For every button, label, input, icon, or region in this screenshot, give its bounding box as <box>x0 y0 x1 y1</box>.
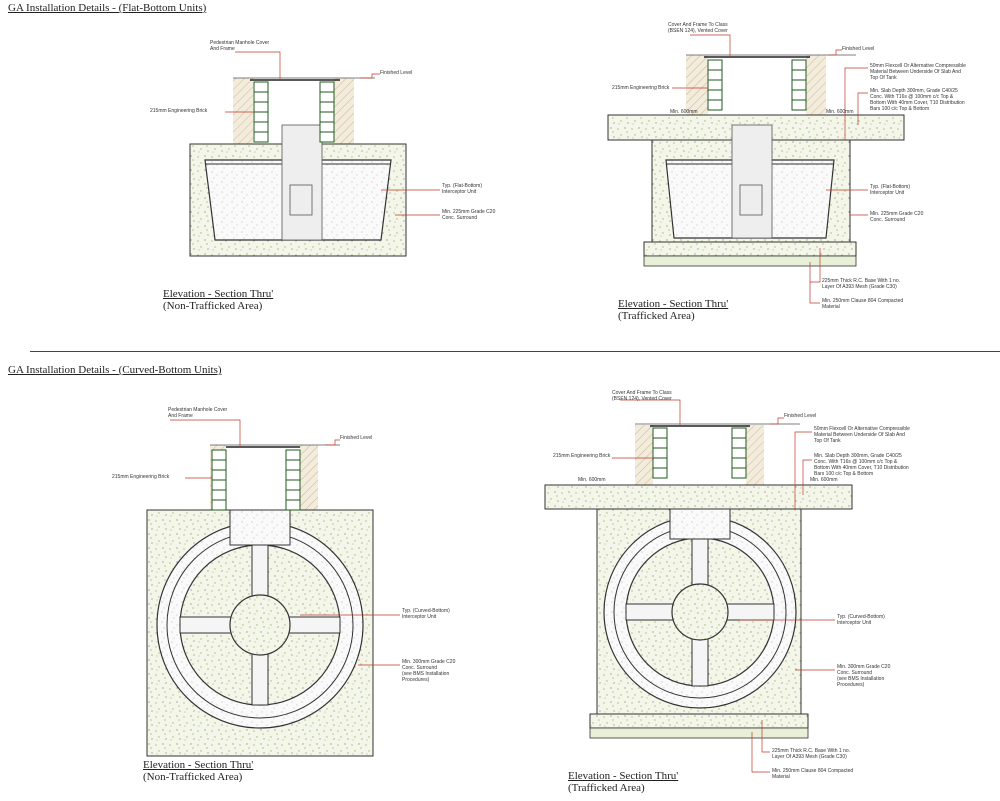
bl-brick-label: 215mm Engineering Brick <box>112 474 170 480</box>
br-finished-level-label: Finished Level <box>784 413 817 419</box>
br-brick-label: 215mm Engineering Brick <box>553 453 611 459</box>
tr-surround-label: Min. 225mm Grade C20 Conc. Surround <box>870 211 924 223</box>
bl-caption-title: Elevation - Section Thru' <box>143 759 254 771</box>
br-compacted-label: Min. 250mm Clause 804 Compacted Material <box>772 768 854 780</box>
tr-compacted-label: Min. 250mm Clause 804 Compacted Material <box>822 298 904 310</box>
tl-unit-label: Typ. (Flat-Bottom) Interceptor Unit <box>442 183 483 195</box>
tl-caption: Elevation - Section Thru' (Non-Trafficke… <box>163 288 273 312</box>
flat-trafficked-drawing <box>607 34 905 304</box>
br-fill-label: 50mm Flexcell Or Alternative Compressibl… <box>814 426 910 444</box>
tl-cover-label: Pedestrian Manhole Cover And Frame <box>210 40 270 52</box>
tr-min600-right: Min. 600mm <box>826 109 854 115</box>
bl-surround-label: Min. 300mm Grade C20 Conc. Surround (see… <box>402 659 456 683</box>
br-caption: Elevation - Section Thru' (Trafficked Ar… <box>568 770 678 794</box>
tr-fill-label: 50mm Flexcell Or Alternative Compressibl… <box>870 63 966 81</box>
tr-base-label: 225mm Thick R.C. Base With 1 no. Layer O… <box>822 278 900 290</box>
tr-cover-label: Cover And Frame To Class (BSEN 124), Ven… <box>668 22 728 34</box>
bl-cover-label: Pedestrian Manhole Cover And Frame <box>168 407 228 419</box>
bl-finished-level-label: Finished Level <box>340 435 373 441</box>
tl-surround-label: Min. 225mm Grade C20 Conc. Surround <box>442 209 496 221</box>
bl-unit-label: Typ. (Curved-Bottom) Interceptor Unit <box>402 608 450 620</box>
tl-caption-title: Elevation - Section Thru' <box>163 288 274 300</box>
br-base-label: 225mm Thick R.C. Base With 1 no. Layer O… <box>772 748 850 760</box>
br-min600-left: Min. 600mm <box>578 477 606 483</box>
br-caption-title: Elevation - Section Thru' <box>568 770 679 782</box>
br-caption-sub: (Trafficked Area) <box>568 782 645 794</box>
tr-slab-label: Min. Slab Depth 300mm, Grade C40/25 Conc… <box>870 88 965 112</box>
curved-section-heading: GA Installation Details - (Curved-Bottom… <box>8 364 222 376</box>
tr-caption-title: Elevation - Section Thru' <box>618 298 729 310</box>
tl-caption-sub: (Non-Trafficked Area) <box>163 300 263 312</box>
br-surround-label: Min. 300mm Grade C20 Conc. Surround (see… <box>837 664 891 688</box>
br-min600-right: Min. 600mm <box>810 477 838 483</box>
bl-caption: Elevation - Section Thru' (Non-Trafficke… <box>143 759 253 783</box>
br-unit-label: Typ. (Curved-Bottom) Interceptor Unit <box>837 614 885 626</box>
flat-section-heading: GA Installation Details - (Flat-Bottom U… <box>8 2 207 14</box>
tr-caption-sub: (Trafficked Area) <box>618 310 695 322</box>
tl-brick-label: 215mm Engineering Brick <box>150 108 208 114</box>
tr-min600-left: Min. 600mm <box>670 109 698 115</box>
section-divider <box>30 351 1000 352</box>
flat-nontrafficked-drawing <box>189 51 440 257</box>
br-slab-label: Min. Slab Depth 300mm, Grade C40/25 Conc… <box>814 453 909 477</box>
bl-caption-sub: (Non-Trafficked Area) <box>143 771 243 783</box>
tr-brick-label: 215mm Engineering Brick <box>612 85 670 91</box>
tr-unit-label: Typ. (Flat-Bottom) Interceptor Unit <box>870 184 911 196</box>
tl-finished-level-label: Finished Level <box>380 70 413 76</box>
tr-caption: Elevation - Section Thru' (Trafficked Ar… <box>618 298 728 322</box>
tr-finished-level-label: Finished Level <box>842 46 875 52</box>
curved-trafficked-drawing <box>544 399 853 773</box>
br-cover-label: Cover And Frame To Class (BSEN 124), Ven… <box>612 390 672 402</box>
curved-nontrafficked-drawing <box>146 419 400 757</box>
